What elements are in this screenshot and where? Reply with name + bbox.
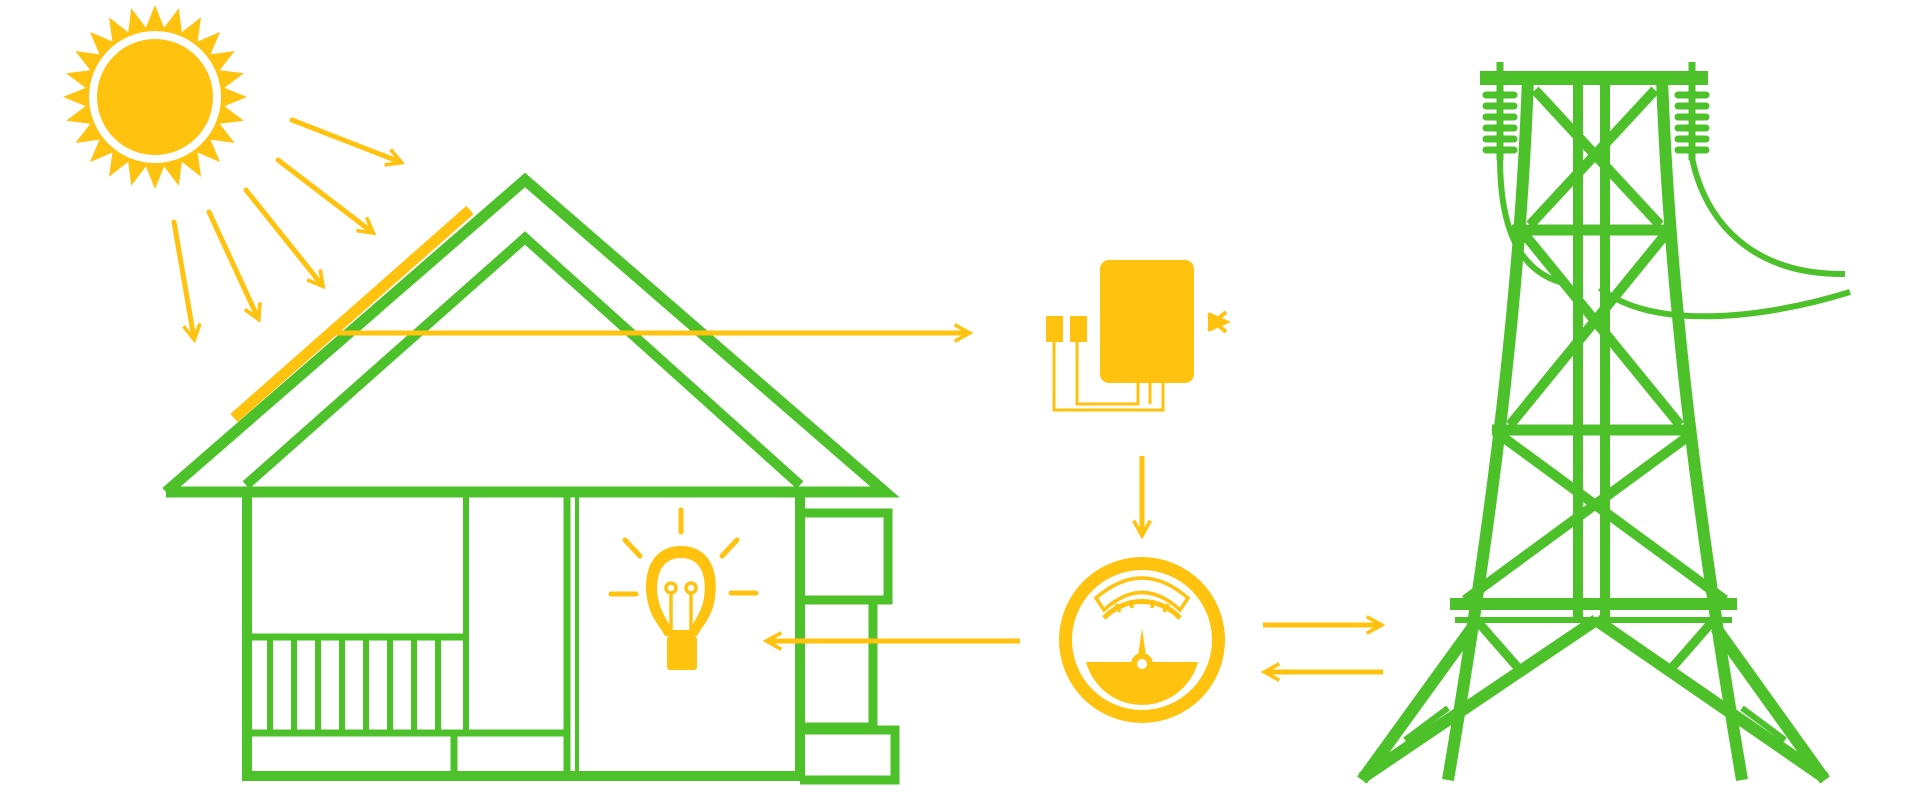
sunlight-arrow bbox=[171, 219, 194, 338]
roof-outer bbox=[162, 172, 900, 498]
tower-brace bbox=[1526, 86, 1659, 229]
solar-panel-icon bbox=[230, 205, 474, 423]
inverter-output-plug bbox=[1194, 314, 1226, 330]
sun-core bbox=[97, 39, 213, 155]
inverter-wire bbox=[1075, 342, 1140, 406]
side-box-bottom bbox=[800, 725, 900, 785]
sunlight-arrows bbox=[171, 117, 400, 338]
meter-needle bbox=[1138, 628, 1146, 656]
power-line bbox=[1689, 157, 1846, 278]
inverter-body bbox=[1100, 260, 1194, 383]
tower-foot-right bbox=[1711, 624, 1830, 784]
bulb-glass-inner bbox=[657, 558, 705, 630]
bulb-glow-ray bbox=[622, 537, 643, 559]
inverter-terminal bbox=[1046, 316, 1063, 342]
meter-tick bbox=[1114, 603, 1122, 613]
bulb-base bbox=[667, 636, 697, 670]
tower-brace bbox=[1497, 430, 1728, 605]
meter-tick bbox=[1129, 599, 1134, 609]
meter-scale bbox=[1093, 576, 1191, 613]
sunlight-arrow bbox=[289, 117, 400, 162]
sunlight-arrow bbox=[243, 187, 322, 285]
meter-tick bbox=[1150, 599, 1155, 609]
transmission-tower-icon bbox=[1357, 62, 1851, 784]
tower-base-left bbox=[1358, 615, 1600, 783]
sun-icon bbox=[63, 5, 247, 189]
meter-lower-band bbox=[1086, 662, 1198, 705]
sunlight-arrow bbox=[275, 157, 372, 232]
tower-foot-brace bbox=[1403, 705, 1450, 743]
inverter-output-plug-tip bbox=[1207, 310, 1231, 334]
inverter-icon bbox=[1046, 260, 1231, 412]
tower-brace bbox=[1666, 619, 1716, 673]
inverter-wire bbox=[1052, 342, 1165, 412]
power-line bbox=[1598, 285, 1851, 320]
tower-brace bbox=[1474, 619, 1524, 673]
meter-tick bbox=[1162, 603, 1170, 613]
tower-base-right bbox=[1592, 615, 1829, 783]
inverter-terminal bbox=[1070, 316, 1087, 342]
railing-balusters bbox=[267, 637, 441, 733]
tower-leg-right bbox=[1656, 77, 1748, 782]
bulb-filament-loop bbox=[664, 581, 678, 595]
side-box-top bbox=[800, 508, 893, 605]
house-icon bbox=[162, 172, 900, 785]
bulb-filament-loop bbox=[684, 581, 698, 595]
roof-inner bbox=[242, 231, 804, 489]
electric-meter-icon bbox=[1059, 557, 1225, 723]
tower-foot-brace bbox=[1740, 705, 1787, 743]
side-box-middle bbox=[800, 595, 878, 732]
tower-insulators bbox=[1482, 62, 1710, 160]
tower-foot-left bbox=[1357, 624, 1477, 784]
bulb-glow-ray bbox=[719, 537, 740, 559]
tower-brace bbox=[1521, 231, 1684, 429]
sunlight-arrow bbox=[206, 209, 258, 318]
tower-brace bbox=[1506, 231, 1669, 429]
tower-brace bbox=[1462, 430, 1693, 605]
light-bulb-icon bbox=[608, 507, 759, 670]
tower-leg-left bbox=[1442, 77, 1534, 782]
meter-dial-arc bbox=[1102, 599, 1182, 620]
meter-pivot-center bbox=[1137, 659, 1147, 669]
